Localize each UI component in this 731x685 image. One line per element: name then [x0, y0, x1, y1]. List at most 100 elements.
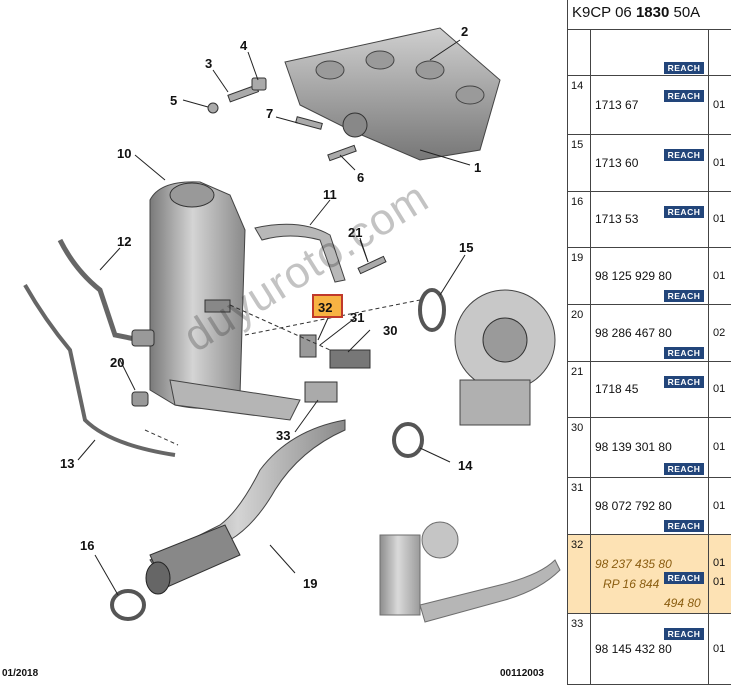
callout-11: 11 — [323, 187, 337, 202]
intermediate-pipe — [145, 419, 346, 595]
bracket — [254, 223, 346, 283]
sensor-pipe-lower — [23, 284, 176, 457]
sensor-bracket — [304, 381, 338, 403]
callout-19: 19 — [303, 576, 317, 591]
pressure-sensor — [299, 334, 371, 369]
quantity: 01 — [713, 98, 726, 111]
part-reference: 1713 60 — [595, 155, 639, 170]
clamp — [418, 288, 446, 332]
table-row: 15 1713 60 01 REACH — [568, 135, 731, 192]
callout-21: 21 — [348, 225, 362, 240]
column-divider — [708, 30, 709, 685]
table-row: 14 1713 67 01 REACH — [568, 76, 731, 135]
reach-badge: REACH — [664, 572, 704, 584]
pipe-fitting — [131, 329, 155, 347]
table-row: 16 1713 53 01 REACH — [568, 192, 731, 248]
callout-13: 13 — [60, 456, 74, 471]
reach-badge: REACH — [664, 463, 704, 475]
callout-14a: 14 — [458, 458, 473, 473]
parts-diagram: 1 2 3 4 5 6 7 10 11 12 13 14 14 15 16 19… — [2, 24, 561, 679]
reach-badge: REACH — [664, 376, 704, 388]
part-reference: 98 237 435 80 — [595, 557, 672, 571]
row-number: 14 — [571, 80, 584, 92]
part-reference: 98 125 929 80 — [595, 268, 672, 283]
quantity: 01 — [713, 642, 726, 655]
callout-30: 30 — [383, 323, 397, 338]
header-prefix: K9CP 06 — [572, 4, 636, 21]
part-reference: 1713 53 — [595, 212, 639, 226]
quantity: 02 — [713, 326, 726, 339]
callout-7: 7 — [266, 106, 273, 121]
part-reference: 1713 67 — [595, 97, 639, 112]
manifold-studs — [207, 77, 357, 162]
callout-33: 33 — [276, 428, 290, 443]
row-number: 32 — [571, 539, 584, 551]
callout-15: 15 — [459, 240, 473, 255]
reach-badge: REACH — [664, 520, 704, 532]
reach-badge: REACH — [664, 290, 704, 302]
leader-lines — [77, 39, 471, 596]
reach-badge: REACH — [664, 90, 704, 102]
row-number: 31 — [571, 482, 584, 494]
part-reference: 98 139 301 80 — [595, 440, 672, 454]
reach-badge: REACH — [664, 628, 704, 640]
callout-4: 4 — [240, 38, 248, 53]
part-reference: 1718 45 — [595, 382, 639, 396]
row-number: 15 — [571, 139, 584, 151]
callout-12: 12 — [117, 234, 131, 249]
reach-badge: REACH — [664, 347, 704, 359]
assembly-dashes — [144, 299, 421, 446]
diagram-canvas: 1 2 3 4 5 6 7 10 11 12 13 14 14 15 16 19… — [23, 24, 561, 623]
exhaust-manifold — [284, 27, 501, 161]
clamp — [392, 422, 424, 458]
pipe-fitting — [131, 391, 149, 407]
callout-highlight-box — [312, 294, 343, 318]
quantity: 01 — [713, 213, 726, 225]
part-reference: 98 286 467 80 — [595, 325, 672, 340]
part-reference: 98 145 432 80 — [595, 641, 672, 656]
clamp — [110, 589, 146, 621]
reach-badge: REACH — [664, 206, 704, 218]
header-suffix: 50A — [669, 4, 701, 21]
callout-labels: 1 2 3 4 5 6 7 10 11 12 13 14 14 15 16 19… — [60, 24, 481, 591]
row-number: 16 — [571, 196, 584, 208]
footer-date: 01/2018 — [2, 668, 39, 679]
callout-10: 10 — [117, 146, 131, 161]
row-number: 20 — [571, 309, 584, 321]
header-bold: 1830 — [635, 4, 670, 21]
part-reference: 98 072 792 80 — [595, 498, 672, 513]
part-reference-alt-cont: 494 80 — [664, 596, 701, 610]
row-number: 19 — [571, 252, 584, 264]
callout-20: 20 — [110, 355, 124, 370]
sensor-pipe — [57, 238, 141, 343]
callout-1: 1 — [474, 160, 481, 175]
callout-2: 2 — [461, 24, 468, 39]
table-header: K9CP 06 1830 50A — [568, 0, 731, 30]
callout-16: 16 — [80, 538, 94, 553]
callout-5: 5 — [170, 93, 177, 108]
quantity: 01 — [713, 499, 726, 512]
quantity: 01 — [713, 269, 726, 282]
assembly-thumbnail — [379, 521, 561, 623]
callout-6: 6 — [357, 170, 364, 185]
callout-3: 3 — [205, 56, 212, 71]
table-row: 33 98 145 432 80 01 REACH — [568, 614, 731, 685]
quantity: 01 — [713, 156, 726, 169]
quantity: 01 — [713, 441, 726, 453]
reach-badge: REACH — [664, 149, 704, 161]
row-number: 33 — [571, 618, 584, 630]
quantity: 01 — [713, 383, 726, 395]
callout-32: 32 — [318, 300, 332, 315]
row-number: 30 — [571, 422, 584, 434]
callout-31: 31 — [350, 310, 364, 325]
stud — [357, 255, 387, 275]
table-row: REACH — [568, 30, 731, 76]
quantity-alt: 01 — [713, 576, 726, 588]
